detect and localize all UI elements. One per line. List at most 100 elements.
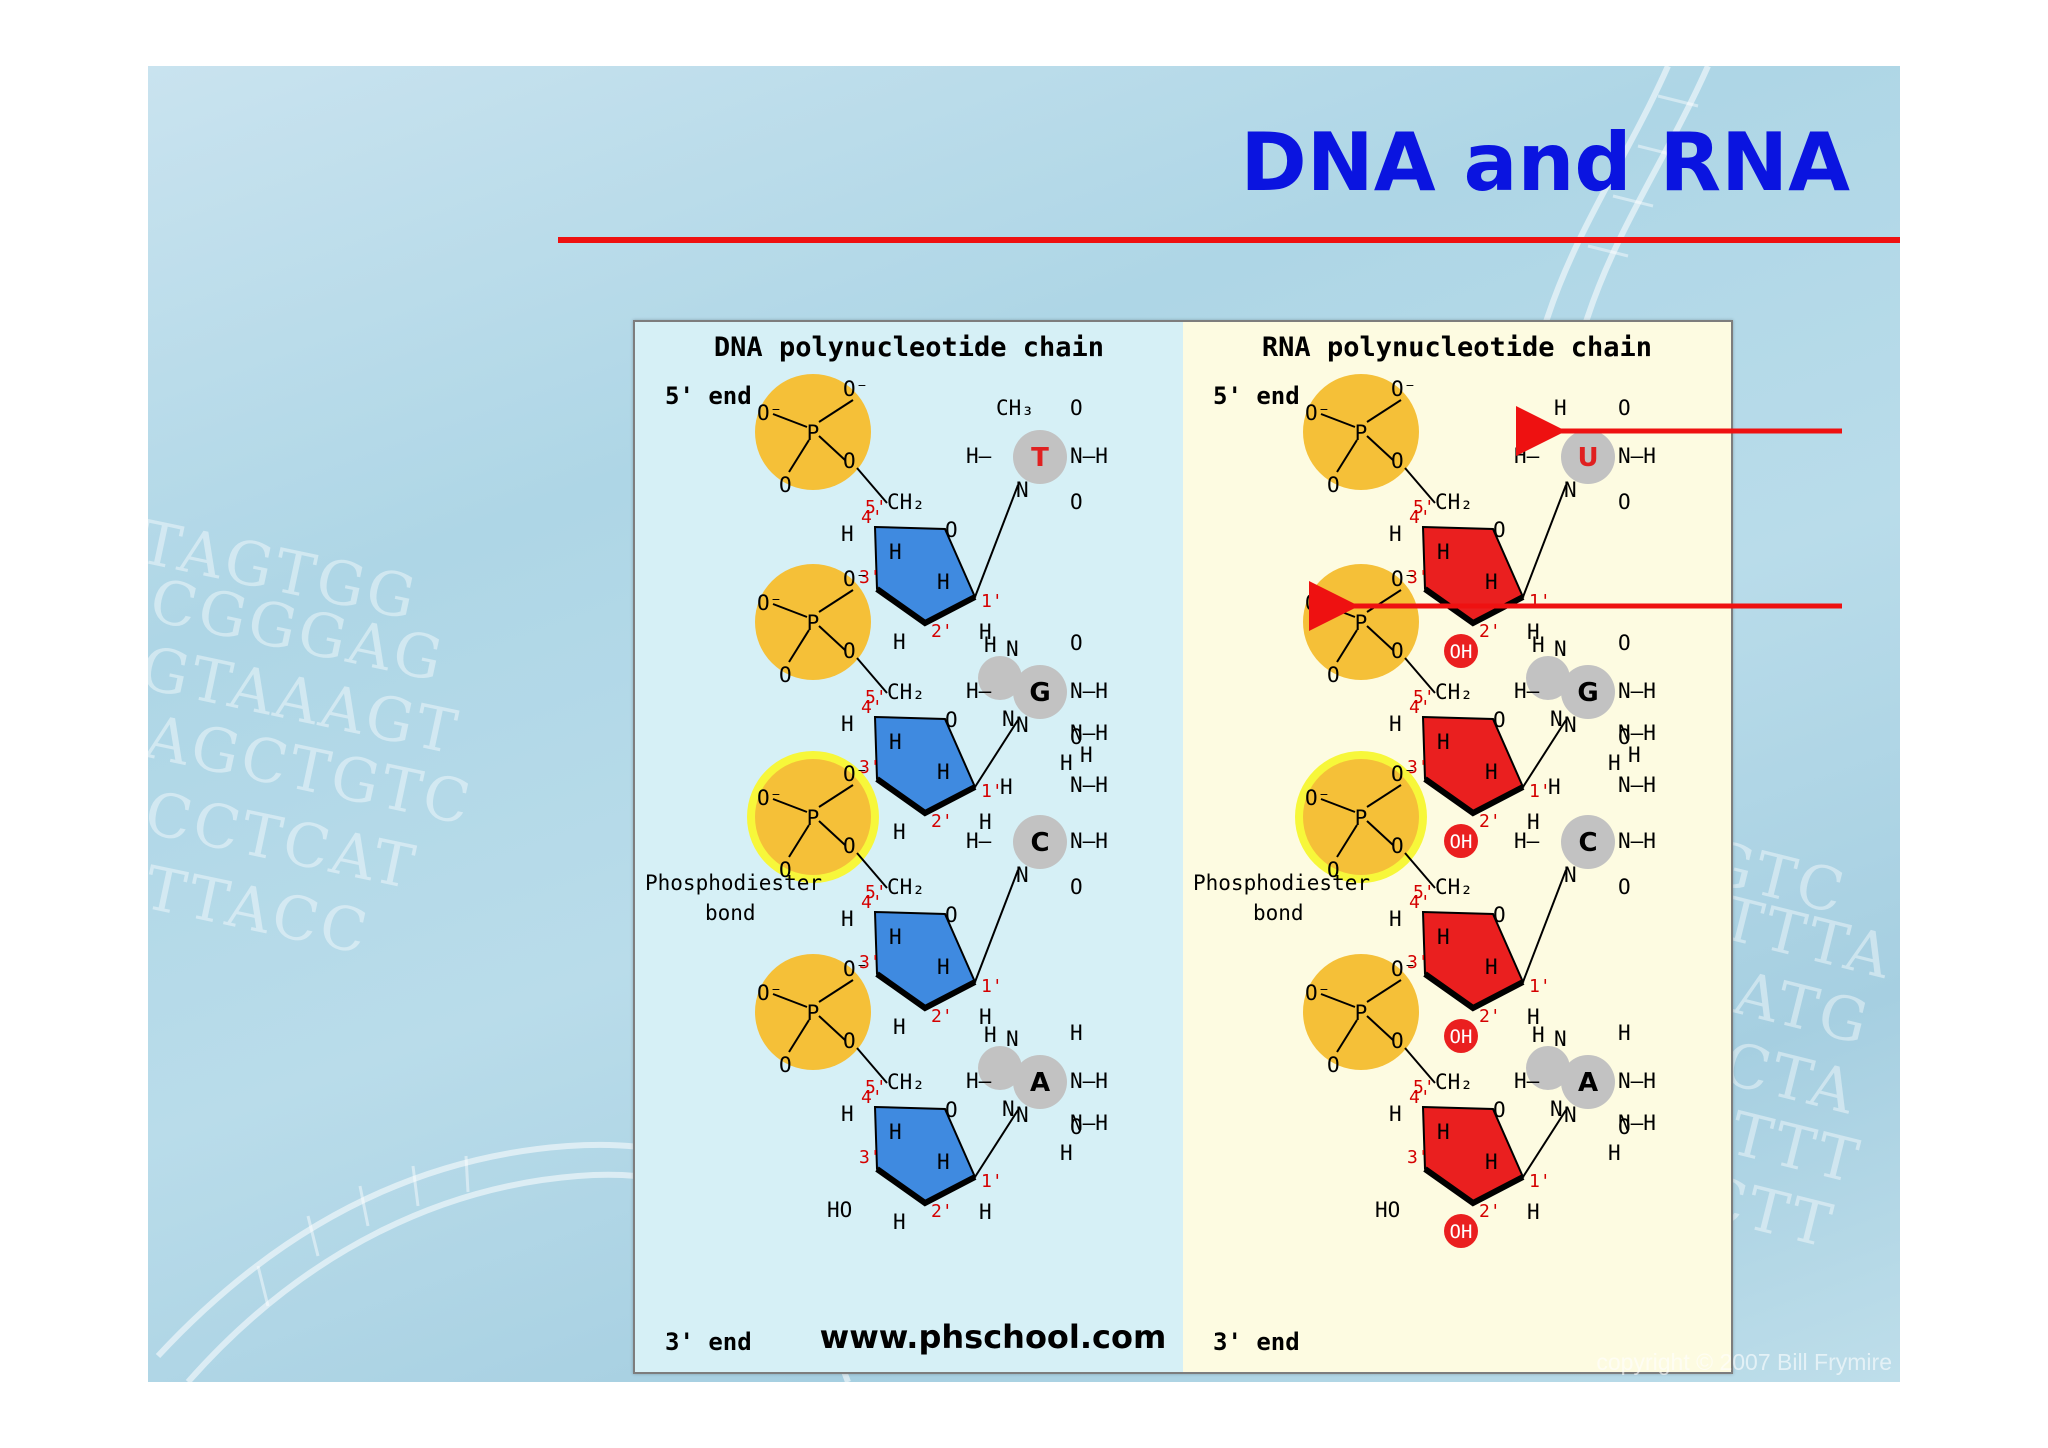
phosphate-bond (818, 399, 854, 423)
terminal-3prime-hydroxyl: HO (1375, 1198, 1400, 1222)
dna-phosphate-circle (755, 374, 871, 490)
hydrogen-atom: H (1527, 810, 1540, 834)
nitrogen-atom: N (1016, 713, 1029, 737)
nitrogen-hydrogen: N—H (1618, 829, 1656, 853)
nitrogen-hydrogen: N—H (1070, 721, 1108, 745)
ch2-group: CH₂ (1435, 490, 1473, 514)
oxygen-atom: O⁻ (1305, 981, 1330, 1005)
dna-base-circle (1013, 430, 1067, 484)
phosphate-bond (1320, 993, 1356, 1008)
oxygen-atom: O⁻ (1391, 377, 1416, 401)
hydrogen-atom: H (1618, 1021, 1631, 1045)
hydrogen-atom: H (1080, 743, 1093, 767)
rna-base-circle (1561, 1055, 1615, 1109)
nitrogen-atom: N (1550, 1097, 1563, 1121)
ch2-bond (856, 467, 888, 504)
sugar-ring-edge (1423, 1166, 1525, 1207)
dna-bond-label: bond (705, 901, 756, 925)
phosphate-bond (788, 439, 810, 473)
oxygen-atom: O (1391, 449, 1404, 473)
phosphorus-atom: P (1355, 421, 1368, 445)
phosphate-bond (1336, 1019, 1358, 1053)
oxygen-atom: O⁻ (843, 377, 868, 401)
nitrogen-atom: N (1564, 713, 1577, 737)
hydrogen-atom: H (889, 540, 902, 564)
hydrogen-atom: H (1437, 730, 1450, 754)
rna-2prime-hydroxyl: OH (1450, 1221, 1473, 1243)
position-1-prime: 1' (981, 976, 1003, 997)
position-3-prime: 3' (1407, 567, 1429, 588)
nitrogen-atom: N (1550, 707, 1563, 731)
phosphate-bond (1366, 979, 1402, 1003)
rna-purine-ring (1526, 656, 1570, 700)
position-4-prime: 4' (1409, 507, 1431, 528)
rna-hydroxyl-circle (1444, 1214, 1478, 1248)
oxygen-atom: O (1618, 1115, 1631, 1139)
oxygen-atom: O (779, 663, 792, 687)
slide-title: DNA and RNA (1240, 116, 1850, 209)
position-4-prime: 4' (1409, 892, 1431, 913)
position-1-prime: 1' (981, 591, 1003, 612)
rna-5prime-end-label: 5' end (1213, 382, 1300, 410)
rna-base-circle (1561, 430, 1615, 484)
oxygen-atom: O (843, 449, 856, 473)
position-4-prime: 4' (861, 507, 883, 528)
ring-oxygen: O (945, 708, 958, 732)
hydrogen-atom: H (893, 1210, 906, 1234)
phosphorus-atom: P (807, 611, 820, 635)
oxygen-atom: O⁻ (757, 786, 782, 810)
position-2-prime: 2' (931, 811, 953, 832)
nitrogen-hydrogen: N—H (1070, 1111, 1108, 1135)
hydrogen-atom: H (984, 1023, 997, 1047)
dna-panel-background (635, 322, 1183, 1372)
oxygen-atom: O (779, 1053, 792, 1077)
position-3-prime: 3' (1407, 757, 1429, 778)
oxygen-atom: O (843, 1029, 856, 1053)
nitrogen-atom: N (1554, 1027, 1567, 1051)
rna-2prime-hydroxyl: OH (1450, 641, 1473, 663)
hydrogen-atom: H (1485, 570, 1498, 594)
dna-phosphodiester-label: Phosphodiester (645, 871, 822, 895)
position-1-prime: 1' (1529, 976, 1551, 997)
phosphate-bond (1320, 413, 1356, 428)
ch2-group: CH₂ (887, 490, 925, 514)
position-3-prime: 3' (1407, 952, 1429, 973)
hydrogen-atom: H (1389, 712, 1402, 736)
ch2-group: CH₂ (1435, 680, 1473, 704)
copyright-watermark: copyright © 2007 Bill Frymire (1596, 1349, 1892, 1375)
oxygen-atom: O (1391, 639, 1404, 663)
position-3-prime: 3' (1407, 1147, 1429, 1168)
rna-2prime-hydroxyl: OH (1450, 1026, 1473, 1048)
position-5-prime: 5' (865, 497, 887, 518)
methyl-group: CH₃ (996, 396, 1034, 420)
oxygen-atom: O (1327, 663, 1340, 687)
dna-phosphate-circle (755, 564, 871, 680)
oxygen-atom: O (1070, 1115, 1083, 1139)
rna-base-C: C (1578, 828, 1597, 858)
ch2-bond (1404, 467, 1436, 504)
hydrogen-atom: H (937, 955, 950, 979)
hydrogen-atom: H— (1514, 1069, 1540, 1093)
hydrogen-atom: H (979, 1005, 992, 1029)
ring-oxygen: O (945, 1098, 958, 1122)
phosphate-bond (1366, 820, 1394, 846)
ch2-bond (1404, 657, 1436, 694)
dna-chain-title: DNA polynucleotide chain (714, 332, 1104, 363)
nitrogen-atom: N (1016, 478, 1029, 502)
ch2-bond (1404, 1047, 1436, 1084)
nitrogen-atom: N (1564, 1103, 1577, 1127)
terminal-3prime-hydroxyl: HO (827, 1198, 852, 1222)
hydrogen-atom: H (1628, 743, 1641, 767)
phosphate-bond (1320, 798, 1356, 813)
sugar-ring-edge (875, 1166, 977, 1207)
position-2-prime: 2' (1479, 621, 1501, 642)
position-1-prime: 1' (981, 1171, 1003, 1192)
hydrogen-atom: H (841, 522, 854, 546)
rna-phosphate-circle (1303, 374, 1419, 490)
hydrogen-atom: H— (966, 829, 992, 853)
phosphate-bond (818, 784, 854, 808)
oxygen-atom: O⁻ (757, 591, 782, 615)
position-5-prime: 5' (1413, 882, 1435, 903)
nitrogen-atom: N (1016, 1103, 1029, 1127)
